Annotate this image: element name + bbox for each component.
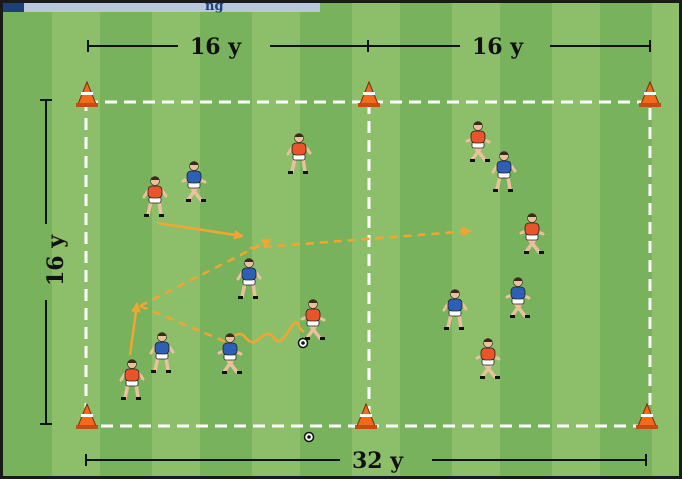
dimension-label-bottom: 32 y: [352, 448, 404, 474]
dimension-label-top-left: 16 y: [190, 34, 242, 60]
dimension-label-side: 16 y: [43, 234, 69, 286]
dimension-label-top-right: 16 y: [472, 34, 524, 60]
ball-icon: [305, 433, 314, 442]
